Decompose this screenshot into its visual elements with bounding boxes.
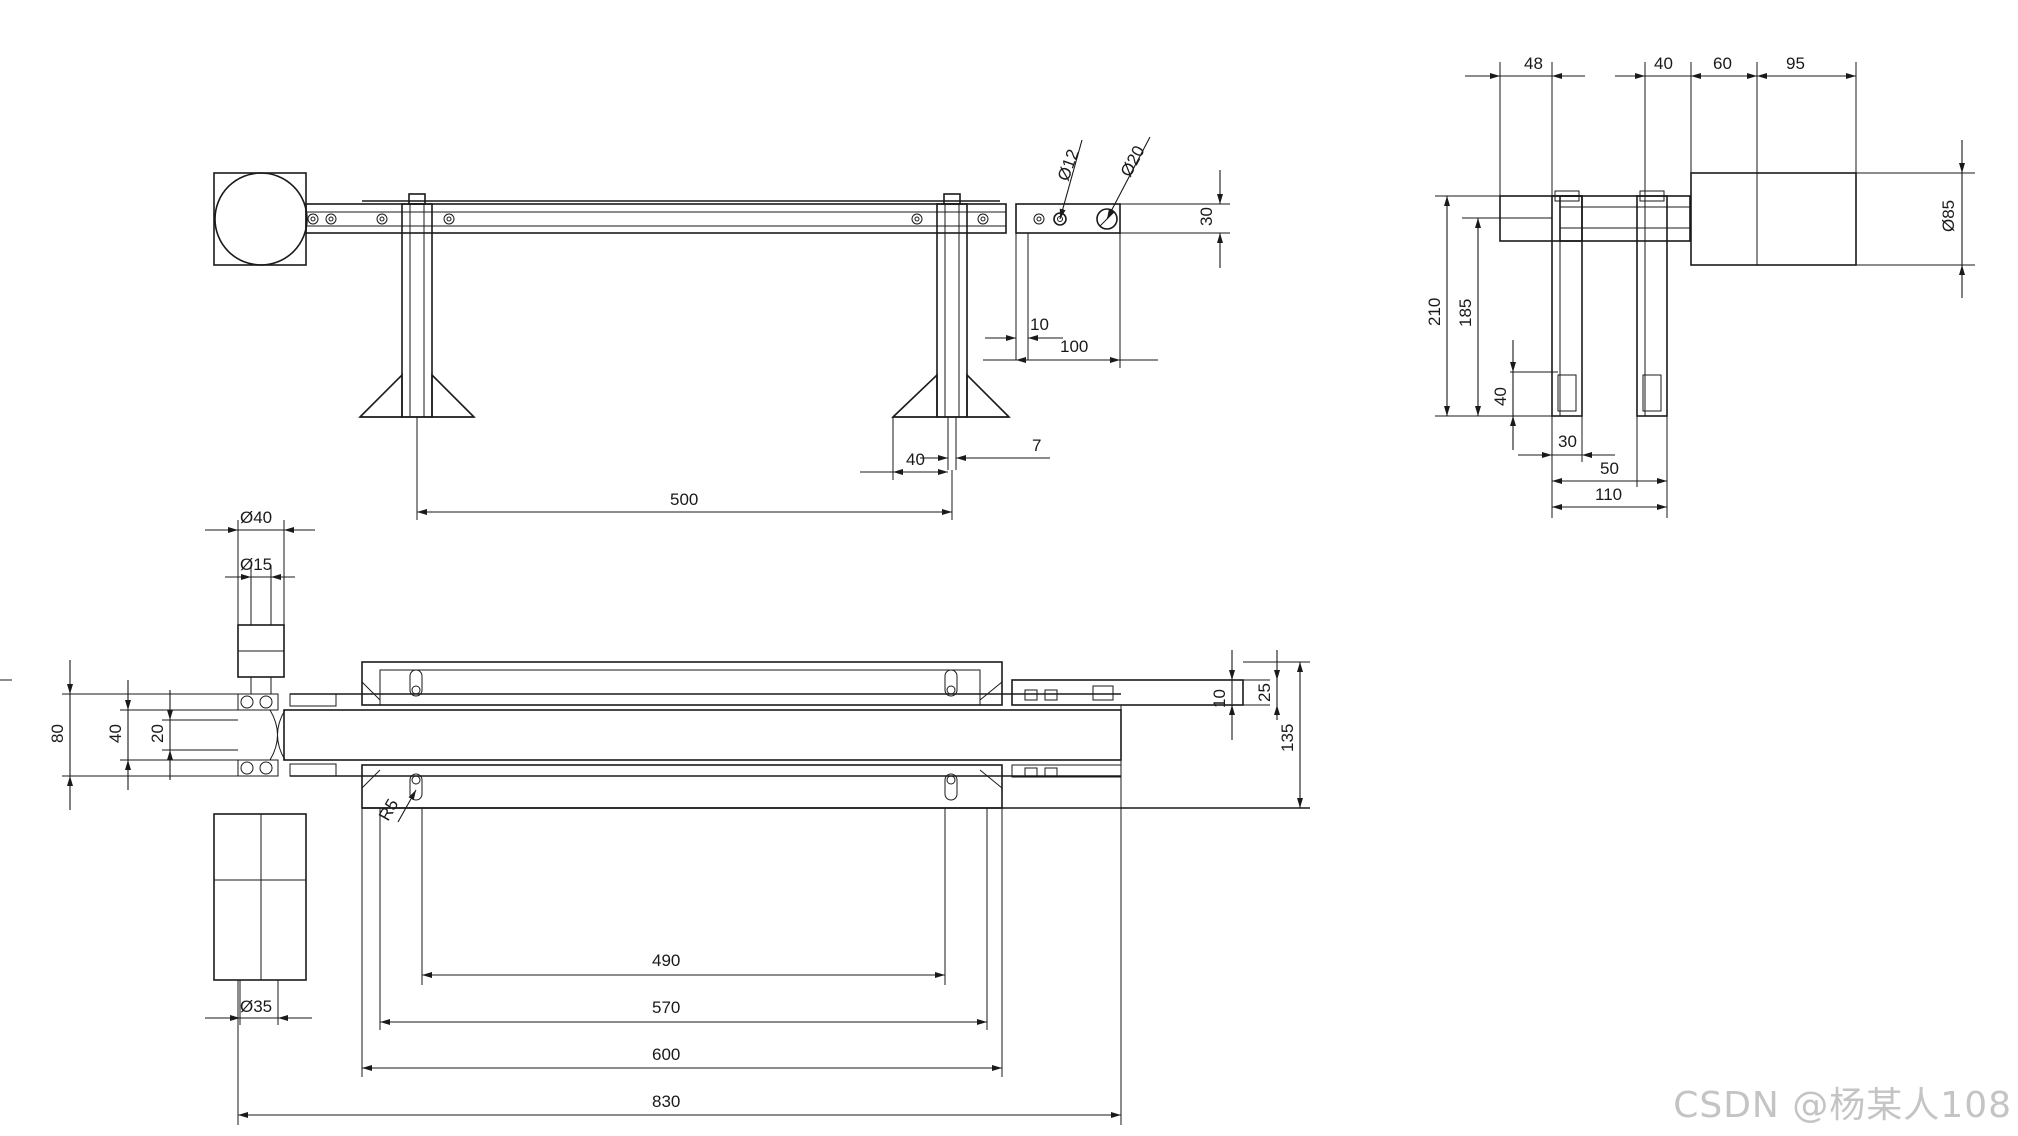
dim-h10-top: 10 [1210,689,1229,708]
dim-w600: 600 [652,1045,680,1064]
dim-h40-top: 40 [106,724,125,743]
dim-h185: 185 [1456,299,1475,327]
dim-w10: 10 [1030,315,1049,334]
top-view: R5 Ø40 Ø15 Ø35 80 40 [0,508,1310,1125]
lower-frame [361,764,1003,809]
dim-h20: 20 [148,724,167,743]
dim-d35: Ø35 [240,997,272,1016]
dim-w40-side: 40 [1654,54,1673,73]
dim-h135: 135 [1278,724,1297,752]
dim-w100: 100 [1060,337,1088,356]
dim-w50: 50 [1600,459,1619,478]
main-rail [305,203,1007,234]
dim-w30-side: 30 [1558,432,1577,451]
watermark: CSDN @杨某人108 [1673,1085,2012,1126]
side-post-right [1636,195,1668,417]
right-leg [936,203,968,418]
dim-h40-side: 40 [1491,387,1510,406]
left-leg [401,203,433,418]
dim-w48: 48 [1524,54,1543,73]
dim-w40: 40 [906,450,925,469]
motor-circle [214,172,308,266]
front-view: Ø12 Ø20 30 10 100 40 7 500 [213,136,1230,520]
dim-w110: 110 [1595,485,1622,504]
dim-r5: R5 [375,796,402,824]
side-view: 48 40 60 95 Ø85 210 185 40 [1425,54,1975,518]
upper-frame [361,661,1003,706]
dim-w60: 60 [1713,54,1732,73]
dim-w95: 95 [1786,54,1805,73]
dim-h210: 210 [1425,298,1444,326]
dim-w490: 490 [652,951,680,970]
dim-d40: Ø40 [240,508,272,527]
dim-h25: 25 [1255,683,1274,702]
dim-w830: 830 [652,1092,680,1111]
side-post-left [1551,195,1583,417]
dim-h80: 80 [48,724,67,743]
conveyor-band [283,709,1122,761]
top-motor [213,813,307,981]
dim-w570: 570 [652,998,680,1017]
side-motor [1690,172,1857,266]
dim-d85: Ø85 [1939,200,1958,232]
dim-w7: 7 [1032,436,1041,455]
dim-h30: 30 [1197,207,1216,226]
side-top-bar [1559,195,1691,242]
dim-d15: Ø15 [240,555,272,574]
dim-d12: Ø12 [1054,147,1083,184]
rail-rollers [307,213,989,225]
dim-w500: 500 [670,490,698,509]
